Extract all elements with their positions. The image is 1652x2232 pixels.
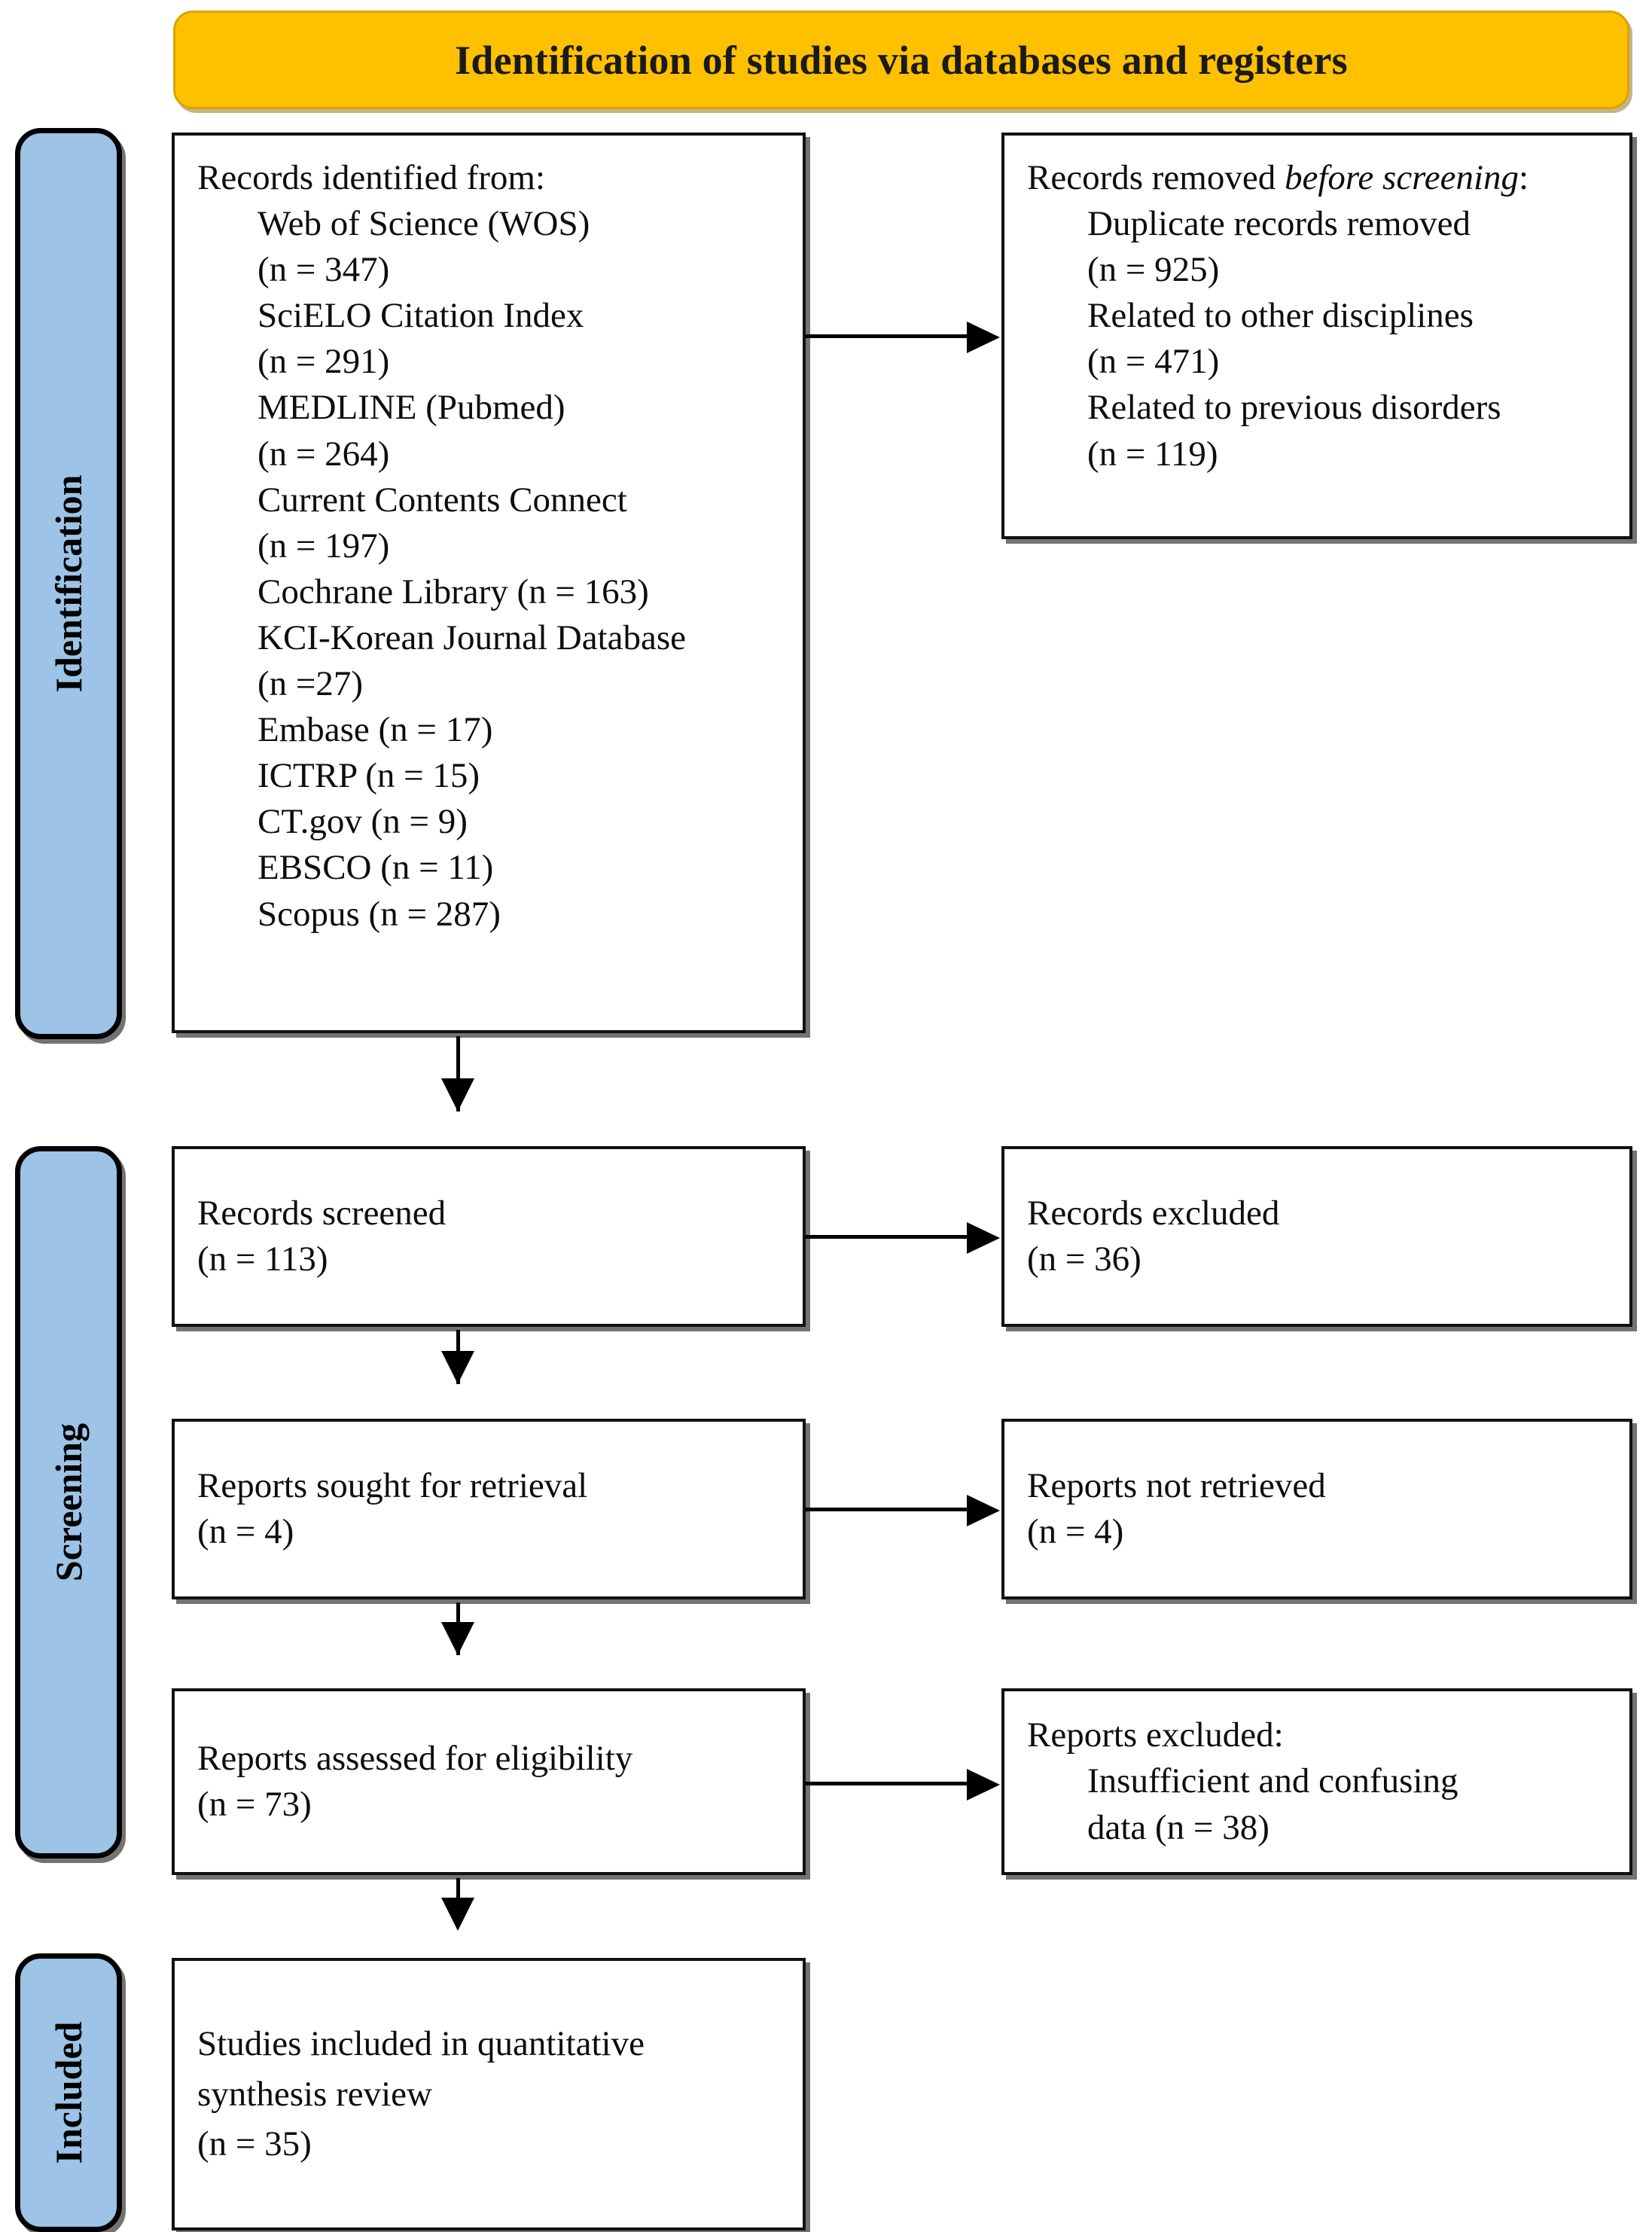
- source-scielo-n: (n = 291): [258, 342, 390, 382]
- removed-duplicates: Duplicate records removed: [1087, 204, 1471, 244]
- phase-label-included: Included: [47, 2021, 90, 2164]
- arrowhead-down-4: [441, 1898, 474, 1931]
- source-wos: Web of Science (WOS): [258, 204, 590, 244]
- reports-excluded-heading: Reports excluded:: [1027, 1715, 1284, 1755]
- source-medline-n: (n = 264): [258, 434, 390, 474]
- arrowhead-down-2: [441, 1351, 474, 1384]
- records-screened-label: Records screened: [197, 1193, 447, 1233]
- records-removed-heading-plain: Records removed: [1027, 158, 1285, 197]
- box-records-removed: Records removed before screening: Duplic…: [1001, 133, 1632, 539]
- removed-disciplines-n: (n = 471): [1087, 342, 1220, 382]
- connector-identified-to-screened: [456, 1036, 460, 1111]
- arrowhead-down-1: [441, 1078, 474, 1111]
- studies-included-label-1: Studies included in quantitative: [197, 2023, 645, 2063]
- source-cochrane: Cochrane Library (n = 163): [258, 572, 649, 611]
- records-removed-heading: Records removed before screening:: [1027, 155, 1610, 201]
- reports-excluded-reason: Insufficient and confusing: [1087, 1761, 1458, 1801]
- reports-sought-label: Reports sought for retrieval: [197, 1465, 588, 1505]
- removed-disciplines: Related to other disciplines: [1087, 296, 1474, 336]
- box-reports-assessed: Reports assessed for eligibility (n = 73…: [172, 1688, 806, 1875]
- source-scopus: Scopus (n = 287): [258, 894, 501, 934]
- source-ictrp: ICTRP (n = 15): [258, 756, 480, 796]
- arrowhead-right-4: [967, 1769, 1000, 1801]
- box-records-identified: Records identified from: Web of Science …: [172, 133, 806, 1033]
- records-removed-heading-italic: before screening: [1284, 158, 1519, 197]
- reports-not-retrieved-label: Reports not retrieved: [1027, 1465, 1326, 1505]
- connector-screened-to-excluded: [806, 1235, 967, 1239]
- source-wos-n: (n = 347): [258, 250, 390, 290]
- removed-disorders: Related to previous disorders: [1087, 388, 1501, 428]
- arrowhead-right-1: [967, 322, 1000, 353]
- connector-identified-to-removed: [806, 334, 967, 338]
- records-excluded-count: (n = 36): [1027, 1239, 1141, 1279]
- studies-included-label-2: synthesis review: [197, 2074, 432, 2114]
- source-kci-n: (n =27): [258, 664, 364, 704]
- source-embase: Embase (n = 17): [258, 710, 493, 750]
- phase-label-identification: Identification: [47, 474, 90, 693]
- reports-excluded-count: data (n = 38): [1087, 1807, 1269, 1847]
- arrowhead-right-3: [967, 1495, 1000, 1526]
- box-reports-excluded: Reports excluded: Insufficient and confu…: [1001, 1688, 1632, 1875]
- diagram-banner-title: Identification of studies via databases …: [173, 11, 1629, 109]
- records-screened-count: (n = 113): [197, 1239, 328, 1279]
- source-ccc: Current Contents Connect: [258, 480, 627, 520]
- arrowhead-right-2: [967, 1222, 1000, 1254]
- studies-included-count: (n = 35): [197, 2124, 312, 2164]
- reports-sought-count: (n = 4): [197, 1512, 294, 1551]
- records-identified-heading: Records identified from:: [197, 158, 546, 197]
- source-ccc-n: (n = 197): [258, 526, 390, 566]
- source-ebsco: EBSCO (n = 11): [258, 848, 494, 888]
- source-ctgov: CT.gov (n = 9): [258, 802, 468, 842]
- records-removed-heading-tail: :: [1519, 158, 1529, 197]
- box-records-excluded: Records excluded (n = 36): [1001, 1146, 1632, 1327]
- phase-bar-included: Included: [15, 1953, 122, 2232]
- removed-duplicates-n: (n = 925): [1087, 250, 1220, 290]
- arrowhead-down-3: [441, 1622, 474, 1655]
- source-kci: KCI-Korean Journal Database: [258, 617, 687, 657]
- source-medline: MEDLINE (Pubmed): [258, 388, 565, 428]
- connector-assessed-to-reportsexcluded: [806, 1782, 967, 1785]
- records-excluded-label: Records excluded: [1027, 1193, 1280, 1233]
- box-studies-included: Studies included in quantitative synthes…: [172, 1958, 806, 2230]
- source-scielo: SciELO Citation Index: [258, 296, 584, 336]
- box-reports-not-retrieved: Reports not retrieved (n = 4): [1001, 1419, 1632, 1599]
- removed-disorders-n: (n = 119): [1087, 434, 1218, 474]
- phase-bar-identification: Identification: [15, 128, 122, 1039]
- reports-assessed-count: (n = 73): [197, 1785, 312, 1824]
- phase-bar-screening: Screening: [15, 1146, 122, 1858]
- connector-sought-to-notretrieved: [806, 1508, 967, 1511]
- box-reports-sought: Reports sought for retrieval (n = 4): [172, 1419, 806, 1599]
- box-records-screened: Records screened (n = 113): [172, 1146, 806, 1327]
- reports-assessed-label: Reports assessed for eligibility: [197, 1738, 633, 1778]
- phase-label-screening: Screening: [47, 1422, 90, 1582]
- reports-not-retrieved-count: (n = 4): [1027, 1512, 1124, 1551]
